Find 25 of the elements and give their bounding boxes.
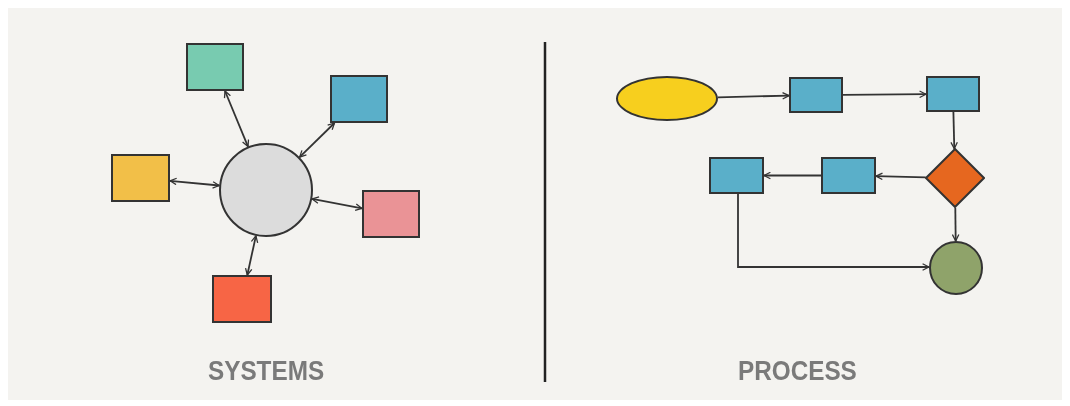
arrow [298, 122, 336, 158]
arrow [763, 171, 822, 180]
square-box [111, 154, 170, 202]
arrow [223, 90, 250, 148]
section-label: SYSTEMS [208, 356, 325, 387]
circle-shape [929, 241, 983, 295]
arrow [169, 177, 221, 189]
square-box [212, 275, 272, 323]
square-box [186, 43, 244, 91]
decision-diamond [925, 148, 985, 208]
arrow [950, 111, 958, 150]
square-box [926, 76, 980, 112]
arrow [717, 91, 790, 100]
arrow [842, 90, 927, 99]
arrow [737, 193, 930, 271]
square-box [330, 75, 388, 123]
square-box [362, 190, 420, 238]
square-box [789, 77, 843, 113]
square-box [709, 157, 764, 194]
arrow [311, 196, 363, 211]
square-box [821, 157, 876, 194]
arrow [875, 172, 927, 181]
arrow [244, 235, 259, 276]
section-label: PROCESS [738, 356, 857, 387]
arrow [951, 206, 960, 242]
